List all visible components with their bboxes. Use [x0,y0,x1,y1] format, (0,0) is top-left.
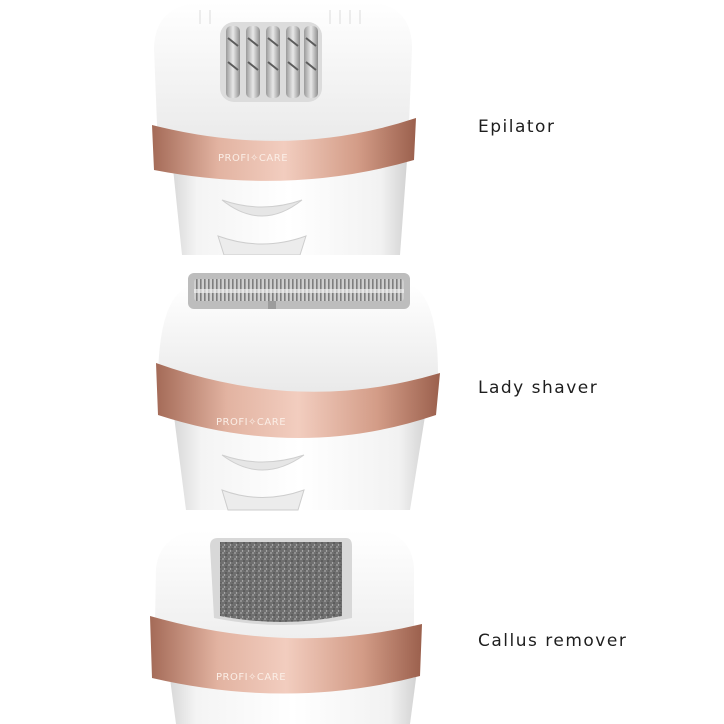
brand-logo: PROFI✧CARE [216,417,286,428]
attachment-label-callus-remover: Callus remover [478,631,628,651]
attachment-panel-lady-shaver: PROFI✧CARE Lady shaver [0,265,724,520]
attachment-panel-epilator: PROFI✧CARE Epilator [0,0,724,255]
lady-shaver-device-image: PROFI✧CARE [156,273,440,511]
brand-logo: PROFI✧CARE [216,672,286,683]
attachment-label-lady-shaver: Lady shaver [478,378,599,398]
callus-remover-device-image: PROFI✧CARE [150,530,422,724]
foil-shaver-head [188,273,410,309]
tweezer-disc-head [220,22,322,102]
brand-logo: PROFI✧CARE [218,153,288,164]
attachment-panel-callus-remover: PROFI✧CARE Callus remover [0,528,724,724]
abrasive-roller-head [220,542,342,622]
epilator-device-image: PROFI✧CARE [152,2,416,255]
attachment-label-epilator: Epilator [478,117,556,137]
